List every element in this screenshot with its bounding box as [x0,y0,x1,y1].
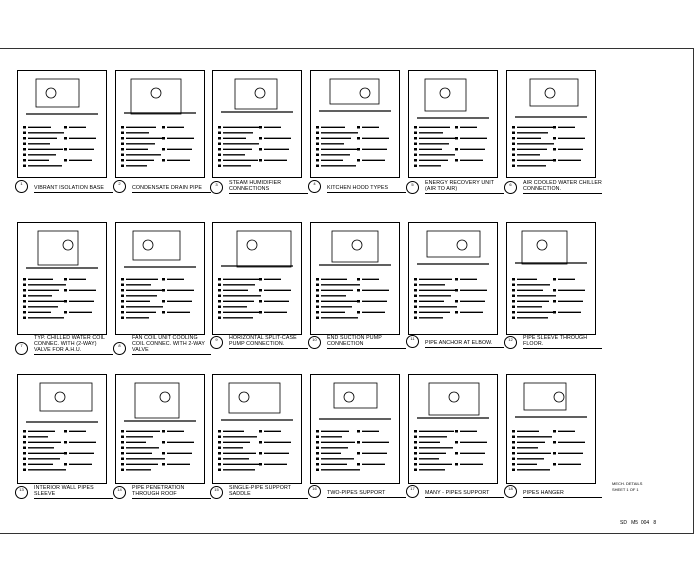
detail-panel [506,374,596,484]
detail-drawing [512,382,587,471]
detail-panel [17,222,107,335]
detail-panel [310,374,400,484]
detail-number-bubble: 18 [504,485,517,498]
detail-number-bubble: 16 [308,485,321,498]
detail-drawing [512,230,587,319]
detail-title: Horizontal split-case pump connection. [229,335,308,349]
detail-caption: 18 Pipes hanger [504,485,602,498]
detail-panel [408,374,498,484]
sheet-border-right [693,48,694,533]
detail-title: Vibrant isolation base [34,185,113,193]
detail-drawing [316,382,391,471]
sheet-number: SD M5 004 8 [620,520,657,526]
detail-caption: 13 Interior wall pipes sleeve [15,485,113,499]
detail-number-bubble: 4 [308,180,321,193]
detail-caption: 2 Condensate drain pipe [113,180,211,193]
detail-drawing [414,382,489,471]
detail-caption: 1 Vibrant isolation base [15,180,113,193]
detail-panel [310,222,400,335]
detail-caption: 10 End suction pump connection [308,335,406,349]
detail-number-bubble: 2 [113,180,126,193]
detail-caption: 5 Energy recovery unit (air to air) [406,180,504,194]
detail-caption: 9 Horizontal split-case pump connection. [210,335,308,349]
detail-drawing [218,230,293,319]
detail-number-bubble: 10 [308,336,321,349]
detail-number-bubble: 8 [113,342,126,355]
detail-drawing [414,230,489,319]
detail-title: Steam humidifier connections [229,180,308,194]
detail-number-bubble: 15 [210,486,223,499]
detail-title: Pipes hanger [523,490,602,498]
detail-caption: 11 Pipe anchor at elbow. [406,335,504,348]
detail-caption: 15 Single-pipe support saddle [210,485,308,499]
detail-panel [17,374,107,484]
title-block-line1: MECH. DETAILS [612,481,643,486]
detail-title: Many - pipes support [425,490,504,498]
detail-drawing [23,230,98,319]
detail-drawing [121,78,196,167]
detail-caption: 8 Fan coil unit cooling coil connec. with… [113,335,211,355]
detail-panel [115,222,205,335]
detail-panel [115,70,205,178]
detail-panel [506,222,596,335]
detail-title: Pipe anchor at elbow. [425,340,504,348]
detail-drawing [23,382,98,471]
detail-number-bubble: 6 [504,181,517,194]
detail-number-bubble: 12 [504,336,517,349]
sheet-border-bottom [0,533,694,534]
detail-title: Single-pipe support saddle [229,485,308,499]
detail-title: Kitchen hood types [327,185,406,193]
detail-title: Two-pipes support [327,490,406,498]
detail-caption: 4 Kitchen hood types [308,180,406,193]
detail-drawing [218,382,293,471]
detail-drawing [23,78,98,167]
detail-drawing [121,230,196,319]
detail-title: Energy recovery unit (air to air) [425,180,504,194]
detail-number-bubble: 9 [210,336,223,349]
detail-panel [115,374,205,484]
detail-number-bubble: 17 [406,485,419,498]
detail-panel [17,70,107,178]
detail-title: Pipe sleeve through floor. [523,335,602,349]
detail-number-bubble: 11 [406,335,419,348]
detail-panel [212,70,302,178]
detail-caption: 16 Two-pipes support [308,485,406,498]
detail-caption: 3 Steam humidifier connections [210,180,308,194]
detail-panel [408,70,498,178]
detail-panel [310,70,400,178]
detail-drawing [512,78,587,167]
detail-number-bubble: 13 [15,486,28,499]
detail-number-bubble: 3 [210,181,223,194]
title-block-line2: SHEET 1 OF 1 [612,487,639,492]
detail-caption: 12 Pipe sleeve through floor. [504,335,602,349]
detail-caption: 6 Air cooled water chiller connection. [504,180,602,194]
detail-number-bubble: 1 [15,180,28,193]
detail-panel [212,374,302,484]
detail-title: Air cooled water chiller connection. [523,180,602,194]
detail-number-bubble: 7 [15,342,28,355]
detail-panel [506,70,596,178]
detail-title: End suction pump connection [327,335,406,349]
detail-drawing [316,230,391,319]
detail-title: Fan coil unit cooling coil connec. with … [132,335,211,355]
detail-drawing [316,78,391,167]
detail-number-bubble: 14 [113,486,126,499]
detail-title: Interior wall pipes sleeve [34,485,113,499]
detail-title: Typ. chilled water coil connec. with (2-… [34,335,113,355]
detail-title: Pipe penetration through roof [132,485,211,499]
detail-caption: 17 Many - pipes support [406,485,504,498]
sheet-border-top [0,48,694,49]
detail-drawing [121,382,196,471]
detail-caption: 7 Typ. chilled water coil connec. with (2… [15,335,113,355]
detail-title: Condensate drain pipe [132,185,211,193]
detail-caption: 14 Pipe penetration through roof [113,485,211,499]
detail-panel [408,222,498,335]
detail-panel [212,222,302,335]
detail-number-bubble: 5 [406,181,419,194]
detail-drawing [414,78,489,167]
detail-drawing [218,78,293,167]
